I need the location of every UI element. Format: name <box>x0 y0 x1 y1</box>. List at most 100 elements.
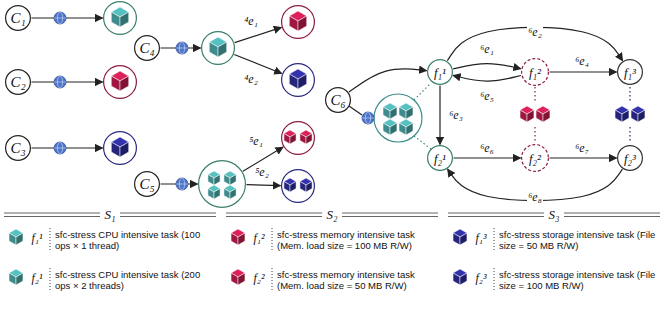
node-outline <box>281 5 315 39</box>
node-label: f₁³ <box>624 66 636 79</box>
node-circle <box>135 172 160 197</box>
chain-node: f₁² <box>521 58 549 86</box>
link-arrow <box>235 27 282 42</box>
edge-label: ⁶e₆ <box>479 142 495 155</box>
cube-face <box>224 175 230 186</box>
cube-face <box>460 273 467 285</box>
cube-face <box>284 182 290 193</box>
node-outline <box>201 31 235 65</box>
edge-label: ⁶e₇ <box>574 142 590 155</box>
function-name: f₁³ <box>474 232 487 245</box>
cube-icon <box>520 106 534 122</box>
cube-face <box>306 182 312 193</box>
edge-label: ⁴e₂ <box>243 73 259 86</box>
vnf-node <box>281 5 315 39</box>
node-outline <box>103 65 137 99</box>
cube-face <box>120 142 129 157</box>
cube-face <box>111 12 120 27</box>
node-label: C₅ <box>139 177 154 192</box>
cube-icon <box>209 37 226 57</box>
cube-icon <box>631 106 645 122</box>
cube-face <box>615 110 622 122</box>
cube-face <box>218 42 227 57</box>
node-circle <box>428 60 453 85</box>
dotted-link <box>534 87 535 103</box>
node-circle <box>282 170 315 203</box>
cube-face <box>306 134 312 145</box>
node-circle <box>6 70 31 95</box>
node-circle <box>135 36 160 61</box>
node-circle <box>202 32 235 65</box>
edge-label: ⁶e₂ <box>527 26 543 39</box>
cube-face <box>120 12 129 27</box>
cube-icon <box>224 185 236 199</box>
globe-icon <box>176 42 188 54</box>
cube-face <box>120 76 129 91</box>
legend-icon <box>453 269 467 285</box>
cube-icon <box>300 130 312 144</box>
globe-equator <box>176 184 188 185</box>
cube-icon <box>383 103 397 119</box>
legend-icon <box>453 229 467 245</box>
legend-separator <box>272 228 273 252</box>
cube-face <box>300 134 306 145</box>
legend-separator <box>50 268 51 292</box>
node-circle <box>6 6 31 31</box>
vnf-node <box>103 65 137 99</box>
cube-face <box>298 16 307 31</box>
chain-node: f₁³ <box>617 59 643 85</box>
section-title: S₁ <box>100 208 119 222</box>
chain-node: C₃ <box>5 135 31 161</box>
cube-face <box>9 233 16 245</box>
node-label: C₂ <box>10 75 25 90</box>
dotted-link <box>414 136 431 149</box>
cube-face <box>536 110 543 122</box>
edge-label: ⁶e₁ <box>479 43 495 56</box>
node-label: f₁² <box>529 66 541 79</box>
node-circle <box>282 6 315 39</box>
edge-label: ⁶e₄ <box>574 55 590 68</box>
cube-face <box>300 182 306 193</box>
function-name: f₂² <box>252 272 265 285</box>
cube-face <box>622 110 629 122</box>
globe-body <box>176 178 188 190</box>
cube-icon <box>208 185 220 199</box>
cube-face <box>111 76 120 91</box>
vnf-node <box>103 131 137 165</box>
chain-node: C₄ <box>134 35 160 61</box>
chain-node: f₁¹ <box>427 59 453 85</box>
cube-face <box>383 123 390 135</box>
link-arrow <box>32 17 103 18</box>
globe-body <box>54 142 66 154</box>
globe-icon <box>54 142 66 154</box>
cube-face <box>383 107 390 119</box>
node-circle <box>618 146 643 171</box>
section-title: S₂ <box>322 208 341 222</box>
globe-body <box>54 76 66 88</box>
edge-label: ⁵e₁ <box>248 135 264 148</box>
cube-face <box>224 189 230 200</box>
cube-face <box>284 134 290 145</box>
node-circle <box>522 145 549 172</box>
cube-face <box>238 233 245 245</box>
cube-face <box>111 142 120 157</box>
cube-icon <box>383 119 397 135</box>
cube-face <box>406 107 413 119</box>
node-circle <box>6 136 31 161</box>
cube-face <box>231 233 238 245</box>
function-name: f₂³ <box>474 272 487 285</box>
vnf-node <box>281 63 315 97</box>
vnf-cluster-outline <box>374 94 422 142</box>
chain-node: C₅ <box>134 171 160 197</box>
link-arrow <box>550 71 617 72</box>
vnf-node <box>201 31 235 65</box>
node-label: f₂¹ <box>434 152 446 165</box>
cube-icon <box>224 171 236 185</box>
cube-face <box>390 123 397 135</box>
section-title: S₃ <box>544 208 563 222</box>
link-arrow <box>550 157 617 158</box>
globe-equator <box>362 118 374 119</box>
cube-face <box>214 189 220 200</box>
globe-body <box>362 112 374 124</box>
